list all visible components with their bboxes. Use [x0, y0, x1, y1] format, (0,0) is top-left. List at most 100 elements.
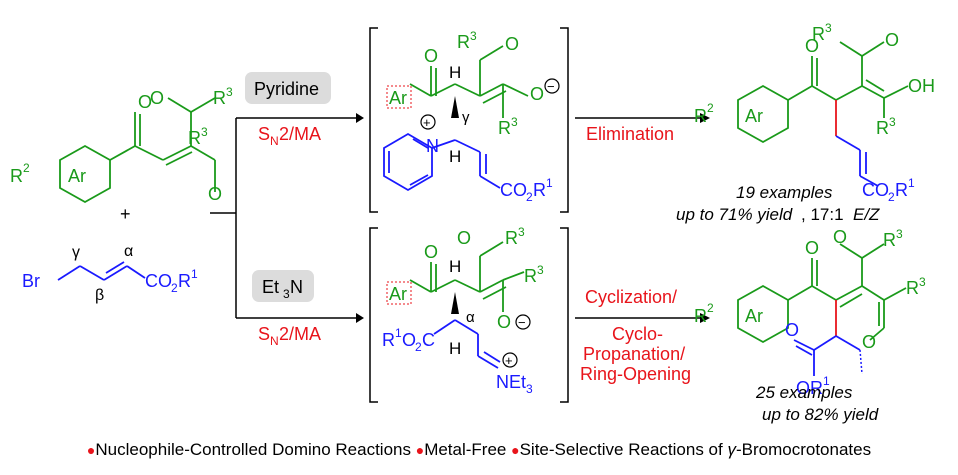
bot-prod-o2: O	[833, 227, 847, 247]
top-product-green	[737, 41, 909, 144]
enone-r3-mid: R	[188, 128, 201, 148]
bot-prod-o1: O	[805, 238, 819, 258]
top-int-o-minus: O	[530, 84, 544, 104]
bot-prod-or1: OR	[796, 378, 823, 398]
bot-int-r3-b-sup: 3	[537, 263, 544, 277]
cyclo-label: Cyclo-	[612, 324, 663, 344]
top-int-r1: R	[533, 180, 546, 200]
enone-o3: O	[208, 184, 222, 204]
top-int-blue	[383, 132, 501, 192]
top-int-o1: O	[424, 46, 438, 66]
bot-yield: up to 82% yield	[762, 405, 879, 424]
bullet-2: ●	[415, 442, 425, 458]
top-ez: E/Z	[853, 205, 880, 224]
et3n-box	[252, 270, 314, 302]
bot-prod-r3-a: R	[883, 230, 896, 250]
bot-prod-r3-a-sup: 3	[896, 227, 903, 241]
bot-int-o-minus: O	[497, 312, 511, 332]
bot-int-alpha: α	[466, 309, 475, 326]
sn2-top: S	[258, 124, 270, 144]
bot-int-o2c-o: O	[402, 330, 416, 350]
bot-int-net: NEt	[496, 372, 526, 392]
enone-r2-sup: 2	[23, 161, 30, 175]
plus-sign: +	[120, 204, 131, 224]
starting-enone	[59, 97, 216, 204]
sn2-bottom: S	[258, 324, 270, 344]
bot-int-net-sub: 3	[526, 382, 533, 396]
bot-prod-ring-o: O	[862, 332, 876, 352]
co2-r1-sup: 1	[191, 267, 198, 281]
top-int-ar: Ar	[389, 88, 407, 108]
co2-label: CO	[145, 271, 172, 291]
bot-int-plus: +	[505, 353, 513, 368]
top-int-r3-a-sup: 3	[470, 29, 477, 43]
top-prod-r3-b-sup: 3	[889, 115, 896, 129]
top-int-plus: +	[423, 115, 431, 130]
top-int-r1-sup: 1	[546, 176, 553, 190]
top-int-minus: −	[547, 79, 555, 94]
enone-r2: R	[10, 166, 23, 186]
top-prod-r1: R	[895, 180, 908, 200]
highlight-3-greek: γ	[727, 440, 736, 459]
bot-int-blue	[433, 319, 501, 369]
highlight-3: Site-Selective Reactions of	[519, 440, 728, 459]
bot-int-o2: O	[457, 228, 471, 248]
bot-prod-r2: R	[694, 306, 707, 326]
arrow-head-bottom-2	[700, 313, 710, 323]
pyridine-box	[245, 72, 331, 104]
br-label: Br	[22, 271, 40, 291]
bot-int-wedge	[451, 292, 459, 314]
branch-lines	[210, 117, 356, 319]
sn2-top-sub: N	[270, 134, 279, 148]
top-prod-r3-a: R	[812, 24, 825, 44]
bot-int-h2: H	[449, 339, 461, 358]
top-int-gamma: γ	[462, 109, 470, 126]
bot-int-minus-circle	[515, 314, 531, 330]
alpha-label: α	[124, 243, 133, 260]
enone-r3-mid-sup: 3	[201, 125, 208, 139]
sn2-bottom-sub: N	[270, 334, 279, 348]
top-int-ar-box	[386, 85, 412, 109]
highlight-1: Nucleophile-Controlled Domino Reactions	[95, 440, 411, 459]
elimination-label: Elimination	[586, 124, 674, 144]
top-prod-co2-sub: 2	[888, 190, 895, 204]
top-int-plus-circle	[420, 114, 436, 130]
bot-int-plus-circle	[502, 352, 518, 368]
top-prod-r3-b: R	[876, 118, 889, 138]
propanation-label: Propanation/	[583, 344, 685, 364]
top-prod-co2: CO	[862, 180, 889, 200]
top-prod-r2-sup: 2	[707, 101, 714, 115]
top-int-r3-b: R	[498, 118, 511, 138]
top-prod-oh: OH	[908, 76, 935, 96]
top-int-wedge	[451, 96, 459, 118]
top-int-r3-b-sup: 3	[511, 115, 518, 129]
top-prod-o1: O	[805, 36, 819, 56]
footer-highlights: ●Nucleophile-Controlled Domino Reactions…	[0, 440, 958, 460]
sn2-top-tail: 2/MA	[279, 124, 321, 144]
et3n-label: Et	[262, 277, 279, 297]
beta-label: β	[95, 287, 104, 304]
bot-int-r1: R	[382, 330, 395, 350]
top-prod-r1-sup: 1	[908, 176, 915, 190]
top-prod-r3-a-sup: 3	[825, 21, 832, 35]
top-prod-ar: Ar	[745, 106, 763, 126]
pyridine-label: Pyridine	[254, 79, 319, 99]
top-int-r3-a: R	[457, 32, 470, 52]
et3n-tail: N	[290, 277, 303, 297]
right-arrows	[575, 117, 700, 319]
top-intermediate-green	[409, 45, 529, 118]
arrow-head-top-1	[356, 113, 364, 123]
highlight-3-tail: -Bromocrotonates	[735, 440, 872, 459]
bot-int-ar: Ar	[389, 284, 407, 304]
top-int-co2: CO	[500, 180, 527, 200]
top-prod-o2: O	[885, 30, 899, 50]
bot-int-o1: O	[424, 242, 438, 262]
top-prod-r2: R	[694, 106, 707, 126]
bot-prod-r3-b: R	[906, 278, 919, 298]
bot-int-ar-box	[386, 281, 412, 305]
bot-prod-or1-sup: 1	[823, 374, 830, 388]
sn2-bottom-tail: 2/MA	[279, 324, 321, 344]
bot-int-r3-b: R	[524, 266, 537, 286]
bromocrotonate	[57, 261, 146, 281]
